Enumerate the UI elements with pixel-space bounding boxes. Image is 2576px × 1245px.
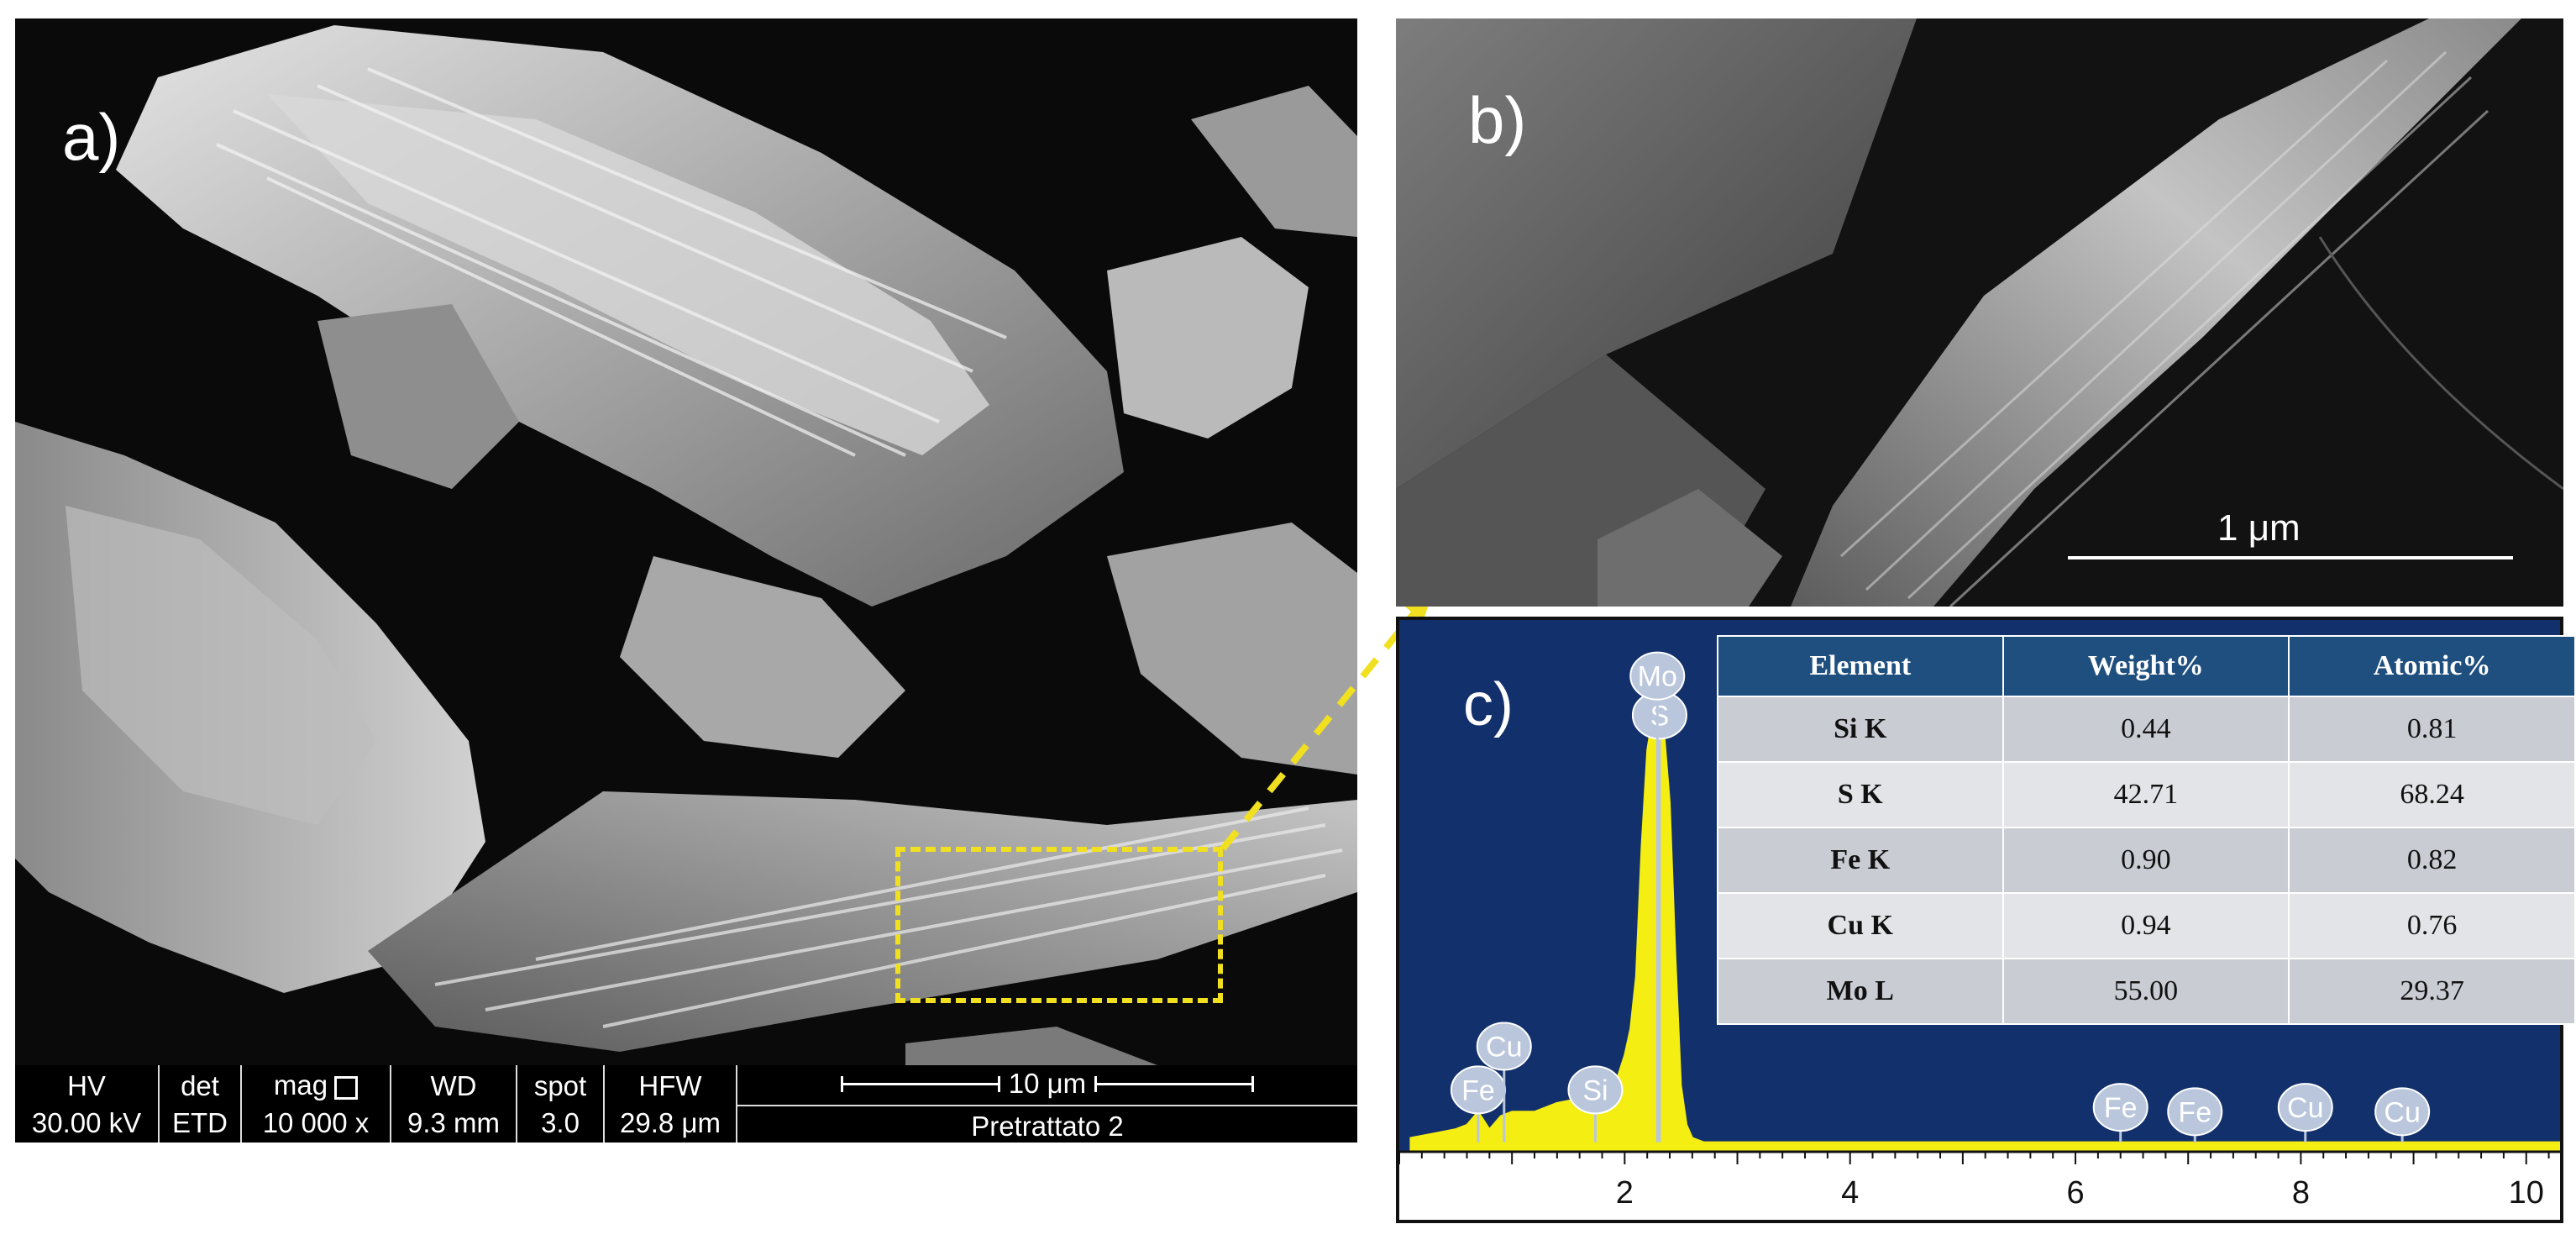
x-tick-label: 2 — [1616, 1175, 1634, 1211]
panel-b-label: b) — [1468, 83, 1527, 157]
hfw-value: 29.8 μm — [620, 1106, 721, 1138]
hv-value: 30.00 kV — [31, 1106, 142, 1138]
sem-image-a: a) HV 30.00 kV det ETD mag 10 000 x WD 9… — [15, 18, 1357, 1143]
scale-bar-b — [2068, 556, 2513, 559]
x-tick-label: 10 — [2509, 1175, 2544, 1211]
row-atomic: 0.82 — [2288, 827, 2576, 894]
header-atomic: Atomic% — [2288, 635, 2576, 697]
sem-info-bar: HV 30.00 kV det ETD mag 10 000 x WD 9.3 … — [15, 1065, 1357, 1143]
wd-cell: WD 9.3 mm — [391, 1065, 517, 1143]
det-cell: det ETD — [160, 1065, 242, 1143]
x-tick-label: 4 — [1841, 1175, 1859, 1211]
peak-marker-cu — [2374, 1087, 2431, 1137]
peak-marker-si — [1567, 1065, 1624, 1115]
eds-table: Element Weight% Atomic% Si K 0.44 0.81 S… — [1717, 635, 2576, 1025]
sem-micrograph-b — [1396, 18, 2563, 607]
spot-cell: spot 3.0 — [517, 1065, 605, 1143]
peak-label: S — [1650, 700, 1670, 732]
sem-micrograph-a — [15, 25, 1357, 1065]
peak-label: Fe — [1461, 1074, 1495, 1106]
row-weight: 0.90 — [2002, 827, 2290, 894]
sample-name: Pretrattato 2 — [971, 1110, 1124, 1142]
header-element: Element — [1717, 635, 2004, 697]
table-row: S K 42.71 68.24 — [1717, 761, 2576, 828]
peak-label: Cu — [2287, 1092, 2323, 1124]
row-element: S K — [1717, 761, 2004, 828]
table-row: Fe K 0.90 0.82 — [1717, 827, 2576, 894]
peak-label: Mo — [1638, 661, 1677, 693]
header-weight: Weight% — [2002, 635, 2290, 697]
table-row: Mo L 55.00 29.37 — [1717, 958, 2576, 1025]
mag-label: mag — [273, 1069, 328, 1101]
table-row: Cu K 0.94 0.76 — [1717, 892, 2576, 959]
scale-divider — [737, 1105, 1357, 1107]
x-axis-area — [1399, 1151, 2560, 1220]
spot-label: spot — [533, 1069, 587, 1101]
det-value: ETD — [172, 1106, 228, 1138]
hfw-cell: HFW 29.8 μm — [605, 1065, 737, 1143]
spot-value: 3.0 — [541, 1106, 580, 1138]
zoom-selection-box — [895, 847, 1223, 1003]
peak-marker-fe — [2167, 1087, 2223, 1137]
peak-label: Fe — [2104, 1092, 2138, 1124]
peak-marker-mo — [1629, 651, 1686, 701]
row-element: Fe K — [1717, 827, 2004, 894]
scale-label-b: 1 μm — [2217, 507, 2301, 549]
sem-scale-block: 10 μm Pretrattato 2 — [737, 1065, 1357, 1143]
peak-marker-cu — [1476, 1022, 1532, 1071]
row-weight: 0.94 — [2002, 892, 2290, 959]
row-element: Si K — [1717, 696, 2004, 763]
row-atomic: 0.76 — [2288, 892, 2576, 959]
mag-value: 10 000 x — [262, 1106, 370, 1138]
table-row: Si K 0.44 0.81 — [1717, 696, 2576, 763]
x-tick-label: 8 — [2292, 1175, 2310, 1211]
scale-line-left — [840, 1075, 1000, 1092]
peak-label: Si — [1582, 1074, 1608, 1106]
sem-image-b: b) — [1396, 18, 2563, 607]
row-element: Mo L — [1717, 958, 2004, 1025]
hfw-label: HFW — [638, 1069, 702, 1101]
peak-label: Fe — [2178, 1096, 2211, 1128]
scale-bar-a: 10 μm — [840, 1068, 1255, 1100]
wd-label: WD — [430, 1069, 477, 1101]
row-element: Cu K — [1717, 892, 2004, 959]
wd-value: 9.3 mm — [407, 1106, 501, 1138]
row-weight: 0.44 — [2002, 696, 2290, 763]
det-label: det — [181, 1069, 219, 1101]
x-tick-label: 6 — [2066, 1175, 2084, 1211]
mag-box-icon — [334, 1075, 359, 1100]
row-weight: 55.00 — [2002, 958, 2290, 1025]
peak-marker-fe — [2092, 1083, 2148, 1132]
mag-cell: mag 10 000 x — [242, 1065, 391, 1143]
scale-label-a: 10 μm — [1008, 1068, 1087, 1100]
row-atomic: 0.81 — [2288, 696, 2576, 763]
hv-cell: HV 30.00 kV — [15, 1065, 160, 1143]
row-atomic: 68.24 — [2288, 761, 2576, 828]
eds-table-header: Element Weight% Atomic% — [1717, 635, 2576, 697]
peak-label: Cu — [1486, 1032, 1522, 1064]
peak-label: Cu — [2384, 1096, 2420, 1128]
scale-line-right — [1094, 1075, 1255, 1092]
hv-label: HV — [67, 1069, 106, 1101]
panel-a-label: a) — [62, 100, 121, 174]
row-weight: 42.71 — [2002, 761, 2290, 828]
row-atomic: 29.37 — [2288, 958, 2576, 1025]
panel-c-label: c) — [1463, 671, 1514, 738]
peak-marker-cu — [2277, 1083, 2333, 1132]
